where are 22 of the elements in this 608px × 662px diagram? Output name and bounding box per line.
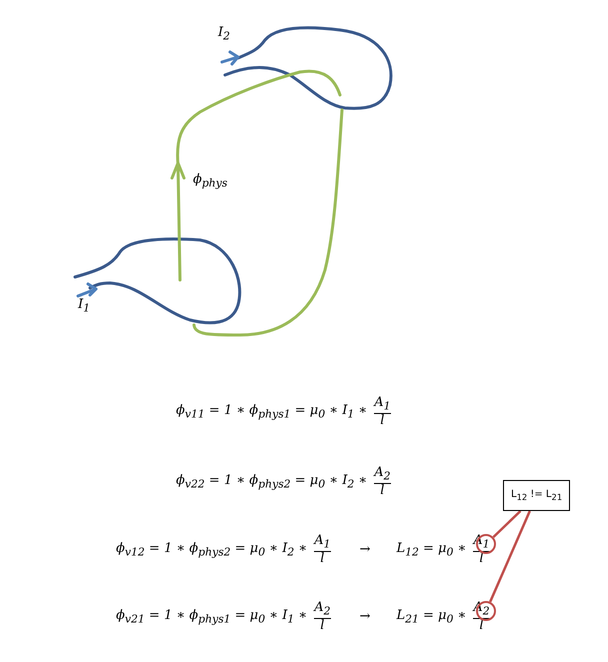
numerator: A$_{1}$ xyxy=(374,396,391,412)
equation: L$_{21}$ = μ$_{0}$ ∗ xyxy=(396,608,466,626)
leader-line xyxy=(489,510,531,602)
current-label: I$_{1}$ xyxy=(78,298,90,314)
implies-arrow: → xyxy=(360,542,370,558)
equation: ϕ$_{v11}$ = 1 ∗ ϕ$_{phys1}$ = μ$_{0}$ ∗ I$_{1}$ ∗ xyxy=(176,404,368,420)
flux-label: ϕ$_{phys}$ xyxy=(193,173,228,190)
current-label: I$_{2}$ xyxy=(218,26,230,42)
implies-arrow: → xyxy=(360,610,370,624)
numerator: A$_{1}$ xyxy=(314,534,331,550)
denominator: l xyxy=(380,484,384,498)
equation: L$_{12}$ = μ$_{0}$ ∗ xyxy=(396,542,466,558)
numerator: A$_{2}$ xyxy=(374,466,391,482)
denominator: l xyxy=(320,552,324,566)
denominator: l xyxy=(380,414,384,428)
leader-line xyxy=(492,510,522,538)
equation: ϕ$_{v21}$ = 1 ∗ ϕ$_{phys1}$ = μ$_{0}$ ∗ I$_{1}$ ∗ xyxy=(116,608,308,626)
callout-box: L$_{12}$ != L$_{21}$ xyxy=(503,480,570,511)
equation: ϕ$_{v22}$ = 1 ∗ ϕ$_{phys2}$ = μ$_{0}$ ∗ I$_{2}$ ∗ xyxy=(176,474,368,490)
numerator: A$_{2}$ xyxy=(314,601,331,618)
equation: ϕ$_{v12}$ = 1 ∗ ϕ$_{phys2}$ = μ$_{0}$ ∗ I$_{2}$ ∗ xyxy=(116,542,308,558)
denominator: l xyxy=(320,618,324,633)
